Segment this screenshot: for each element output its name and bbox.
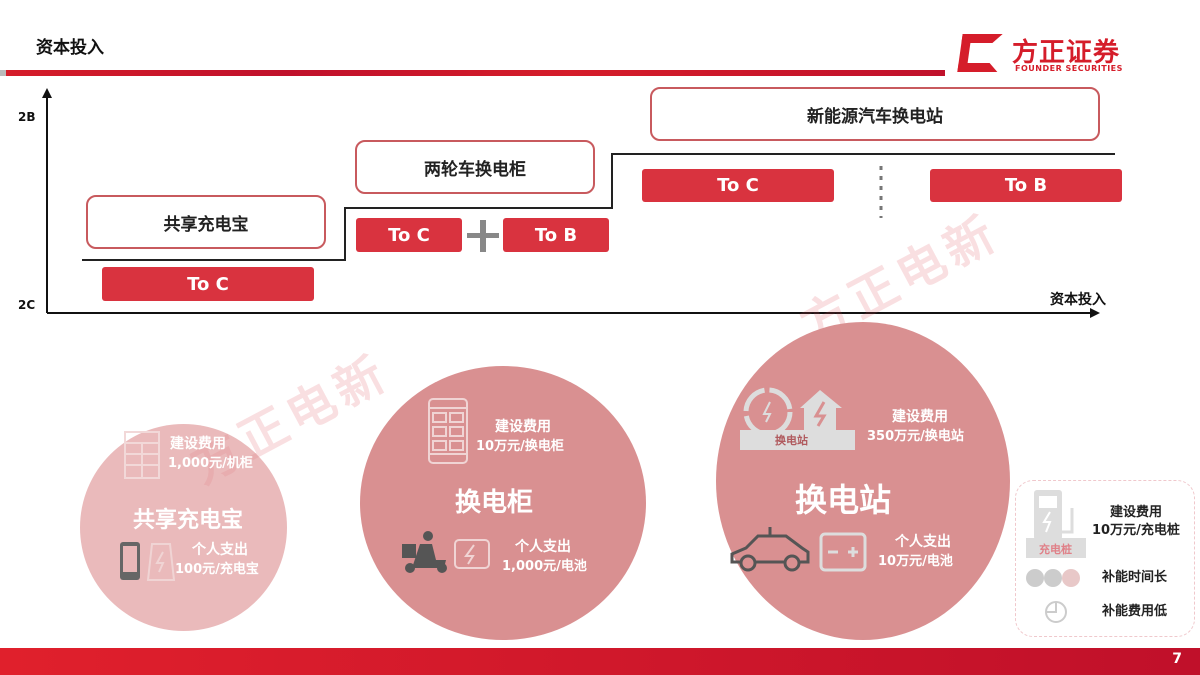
car-battery-icon <box>730 527 867 572</box>
cost-label: 建设费用 <box>495 419 551 435</box>
progress-clock-icons <box>1026 569 1080 623</box>
header-divider <box>0 70 945 76</box>
cost-label: 建设费用 <box>892 409 948 425</box>
pile-icon-label: 充电桩 <box>1039 543 1072 556</box>
spend-value: 10万元/电池 <box>878 554 953 569</box>
logo-en: FOUNDER SECURITIES <box>1015 64 1123 73</box>
cabinet-icon <box>124 431 160 479</box>
charger-item: 补能时间长 <box>1102 570 1168 585</box>
spend-value: 100元/充电宝 <box>175 562 259 577</box>
page-number: 7 <box>1172 651 1182 667</box>
cost-value: 1,000元/机柜 <box>168 456 253 471</box>
charging-pile-icon <box>1026 490 1086 558</box>
plus-icon-v <box>480 220 486 252</box>
logo-cn: 方正证券 <box>1012 38 1121 68</box>
swap-cabinet-icon <box>428 398 468 464</box>
step-line <box>82 153 1115 261</box>
y-axis-arrow-icon <box>42 88 52 98</box>
step-diagram <box>42 88 1115 318</box>
x-axis-arrow-icon <box>1090 308 1100 318</box>
cost-label: 建设费用 <box>1110 505 1163 520</box>
y-label-bottom: 2C <box>18 298 36 312</box>
circle-powerbank <box>80 424 287 631</box>
page-title: 资本投入 <box>36 38 104 58</box>
spend-label: 个人支出 <box>515 539 571 555</box>
circle-title: 共享充电宝 <box>133 508 244 533</box>
tag-to-c: To C <box>356 218 462 252</box>
x-axis-label: 资本投入 <box>1050 292 1106 308</box>
circle-station <box>716 322 1010 640</box>
charger-item: 补能费用低 <box>1102 604 1168 619</box>
spend-label: 个人支出 <box>192 542 248 558</box>
phone-powerbank-icon <box>120 542 176 581</box>
cost-value: 10万元/换电柜 <box>476 439 564 454</box>
cost-value: 350万元/换电站 <box>867 429 964 444</box>
swap-station-icon <box>740 387 855 450</box>
tag-to-c: To C <box>642 169 834 202</box>
stage-label: 两轮车换电柜 <box>355 140 595 194</box>
scooter-battery-icon <box>402 531 490 573</box>
cost-value: 10万元/充电桩 <box>1092 523 1180 538</box>
spend-value: 1,000元/电池 <box>502 559 587 574</box>
tag-to-c: To C <box>102 267 314 301</box>
y-label-top: 2B <box>18 110 36 124</box>
founder-logo: 方正证券 FOUNDER SECURITIES <box>957 32 1160 77</box>
circle-cabinet <box>360 366 646 640</box>
stage-label: 共享充电宝 <box>86 195 326 249</box>
stage-label: 新能源汽车换电站 <box>650 87 1100 141</box>
footer-bar <box>0 648 1200 675</box>
circle-title: 换电站 <box>795 481 892 519</box>
spend-label: 个人支出 <box>895 534 951 550</box>
tag-to-b: To B <box>503 218 609 252</box>
tag-to-b: To B <box>930 169 1122 202</box>
station-icon-label: 换电站 <box>775 434 808 447</box>
circle-title: 换电柜 <box>455 488 534 518</box>
cost-label: 建设费用 <box>170 436 226 452</box>
